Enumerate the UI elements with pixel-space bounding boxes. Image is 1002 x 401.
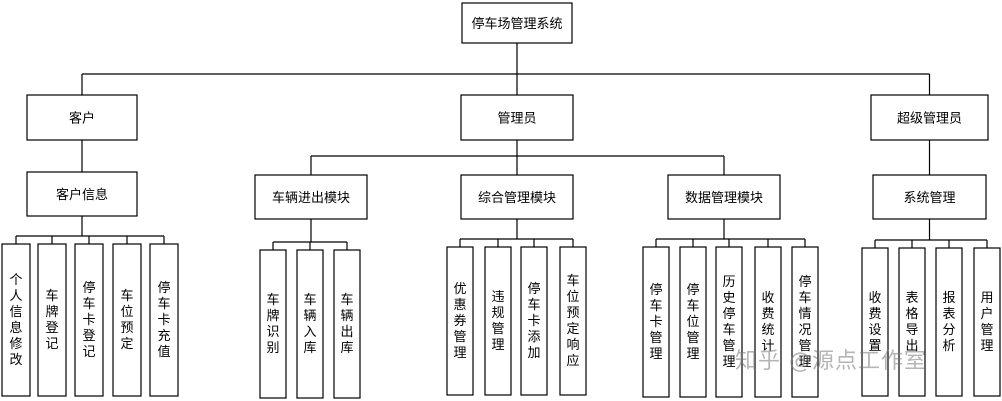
module-node-2-label: 车辆进出模块 — [272, 190, 350, 206]
leaf-node-1-3-label: 停车卡登记 — [82, 280, 95, 360]
leaf-node-1-3: 停车卡登记 — [74, 243, 104, 397]
leaf-node-2-2-box — [296, 249, 324, 399]
leaf-node-5-3-box — [935, 247, 963, 397]
leaf-node-4-5: 停车情况管理 — [791, 246, 819, 398]
leaf-node-1-1: 个人信息修改 — [1, 243, 31, 397]
leaf-node-1-4: 车位预定 — [112, 243, 142, 397]
module-node-5-label: 系统管理 — [903, 191, 955, 206]
leaf-node-3-1-box — [446, 246, 474, 396]
leaf-node-4-5-label: 停车情况管理 — [798, 274, 811, 370]
leaf-node-2-2-label: 车辆入库 — [303, 292, 316, 356]
module-node-3: 综合管理模块 — [460, 174, 574, 220]
leaf-node-1-2-label: 车牌登记 — [45, 288, 58, 352]
level1-node-3-box — [870, 94, 989, 141]
leaf-node-3-1-label: 优惠券管理 — [453, 282, 466, 361]
leaf-node-2-3-label: 车辆出库 — [340, 292, 353, 356]
leaf-node-1-4-box — [112, 243, 142, 397]
module-node-3-label: 综合管理模块 — [478, 191, 556, 206]
leaf-node-5-2: 表格导出 — [898, 247, 926, 397]
leaf-node-2-2: 车辆入库 — [296, 249, 324, 399]
level1-node-1-label: 客户 — [69, 111, 95, 127]
module-node-5: 系统管理 — [872, 174, 987, 220]
leaf-node-4-2-box — [679, 246, 707, 398]
module-node-1-label: 客户信息 — [56, 187, 108, 203]
module-node-2-box — [254, 174, 368, 220]
leaf-node-1-1-box — [1, 243, 31, 397]
leaf-node-4-2: 停车位管理 — [679, 246, 707, 398]
level1-node-2: 管理员 — [460, 94, 574, 141]
module-node-1-box — [26, 171, 138, 217]
leaf-node-2-3: 车辆出库 — [333, 249, 361, 399]
leaf-node-3-2: 违规管理 — [484, 246, 512, 396]
level1-node-3-label: 超级管理员 — [897, 112, 962, 127]
module-node-2: 车辆进出模块 — [254, 174, 368, 220]
level1-node-3: 超级管理员 — [870, 94, 989, 141]
leaf-node-4-3: 历史停车管理 — [715, 246, 743, 398]
connector-lines — [15, 43, 988, 250]
leaf-node-1-2-box — [37, 243, 67, 397]
level1-node-1: 客户 — [26, 94, 138, 141]
leaf-node-2-1-label: 车牌识别 — [266, 292, 279, 356]
leaf-node-2-3-box — [333, 249, 361, 399]
leaf-node-5-4-box — [973, 247, 1001, 397]
leaf-node-5-3: 报表分析 — [935, 247, 963, 397]
leaf-node-5-2-box — [898, 247, 926, 397]
leaf-node-5-2-label: 表格导出 — [905, 291, 918, 354]
module-node-1: 客户信息 — [26, 171, 138, 217]
root-node-label: 停车场管理系统 — [471, 16, 562, 32]
leaf-node-4-4-label: 收费统计 — [761, 291, 774, 354]
leaf-node-1-5-box — [149, 243, 179, 397]
module-node-4-box — [667, 174, 781, 220]
leaf-node-3-4-label: 车位预定响应 — [566, 273, 579, 369]
leaf-node-4-1-box — [642, 246, 670, 398]
leaf-node-3-1: 优惠券管理 — [446, 246, 474, 396]
leaf-node-3-3: 停车卡添加 — [520, 246, 548, 396]
leaf-node-4-1-label: 停车卡管理 — [649, 282, 662, 362]
leaf-node-1-2: 车牌登记 — [37, 243, 67, 397]
leaf-node-2-1-box — [259, 249, 287, 399]
leaf-node-1-5: 停车卡充值 — [149, 243, 179, 397]
leaf-node-4-2-label: 停车位管理 — [686, 282, 699, 362]
leaf-node-3-4: 车位预定响应 — [559, 246, 587, 396]
leaf-node-1-1-label: 个人信息修改 — [9, 273, 22, 368]
leaf-node-4-1: 停车卡管理 — [642, 246, 670, 398]
root-node-box — [461, 2, 573, 44]
leaf-node-1-4-label: 车位预定 — [120, 288, 133, 352]
leaf-node-5-1-box — [861, 247, 889, 397]
leaf-node-3-3-box — [520, 246, 548, 396]
leaf-node-3-4-box — [559, 246, 587, 396]
module-node-5-box — [872, 174, 987, 220]
leaf-node-5-1-label: 收费设置 — [868, 291, 881, 354]
leaf-node-4-5-box — [791, 246, 819, 398]
module-node-4: 数据管理模块 — [667, 174, 781, 220]
level1-node-2-label: 管理员 — [497, 112, 536, 127]
leaf-node-3-2-box — [484, 246, 512, 396]
leaf-node-5-4-label: 用户管理 — [980, 291, 993, 354]
leaf-node-5-1: 收费设置 — [861, 247, 889, 397]
leaf-node-3-2-label: 违规管理 — [491, 290, 504, 353]
level1-node-2-box — [460, 94, 574, 141]
leaf-node-4-4: 收费统计 — [754, 246, 782, 398]
leaf-node-5-4: 用户管理 — [973, 247, 1001, 397]
leaf-node-4-4-box — [754, 246, 782, 398]
leaf-node-3-3-label: 停车卡添加 — [527, 281, 540, 361]
module-node-3-box — [460, 174, 574, 220]
root-node: 停车场管理系统 — [461, 2, 573, 44]
leaf-node-1-3-box — [74, 243, 104, 397]
watermark: 知乎 @源点工作室 — [735, 349, 927, 374]
leaf-node-1-5-label: 停车卡充值 — [157, 280, 170, 360]
leaf-node-4-3-box — [715, 246, 743, 398]
level1-node-1-box — [26, 94, 138, 141]
module-node-4-label: 数据管理模块 — [685, 191, 763, 206]
leaf-node-4-3-label: 历史停车管理 — [722, 275, 735, 370]
leaf-node-5-3-label: 报表分析 — [942, 291, 955, 354]
leaf-node-2-1: 车牌识别 — [259, 249, 287, 399]
